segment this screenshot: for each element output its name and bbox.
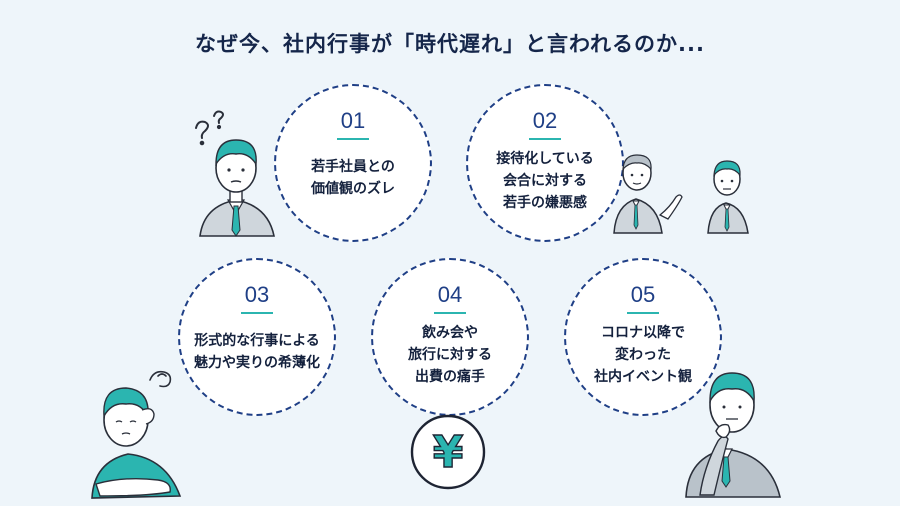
reason-text: 接待化している 会合に対する 若手の嫌悪感 bbox=[468, 148, 622, 214]
reason-text-line: 出費の痛手 bbox=[415, 369, 485, 385]
reason-text-line: 魅力や実りの希薄化 bbox=[194, 355, 320, 371]
reason-text: 若手社員との 価値観のズレ bbox=[276, 156, 430, 200]
reason-circle-05: 05 コロナ以降で 変わった 社内イベント観 bbox=[564, 258, 722, 416]
reason-text-line: 接待化している bbox=[496, 151, 594, 167]
reason-text-line: 社内イベント観 bbox=[594, 369, 692, 385]
reason-text: コロナ以降で 変わった 社内イベント観 bbox=[566, 322, 720, 388]
reason-text-line: 若手社員との bbox=[311, 159, 395, 175]
reason-circle-02: 02 接待化している 会合に対する 若手の嫌悪感 bbox=[466, 84, 624, 242]
reason-number: 04 bbox=[437, 282, 463, 307]
reason-text: 飲み会や 旅行に対する 出費の痛手 bbox=[373, 322, 527, 388]
businessmen-illustration bbox=[613, 154, 749, 234]
reason-number: 05 bbox=[630, 282, 656, 307]
number-underline bbox=[434, 312, 466, 314]
reason-number: 02 bbox=[532, 108, 558, 133]
reason-text-line: 旅行に対する bbox=[408, 347, 492, 363]
tired-employee-illustration bbox=[91, 370, 182, 499]
page-title: なぜ今、社内行事が「時代遅れ」と言われるのか... bbox=[195, 32, 705, 56]
reason-text-line: コロナ以降で bbox=[601, 325, 685, 341]
yen-symbol: ¥ bbox=[433, 427, 464, 478]
reason-number: 01 bbox=[340, 108, 366, 133]
number-underline bbox=[529, 138, 561, 140]
reason-number: 03 bbox=[244, 282, 270, 307]
question-marks-icon bbox=[195, 110, 224, 146]
thinking-businessman-illustration bbox=[685, 372, 782, 498]
reason-text-line: 若手の嫌悪感 bbox=[503, 195, 587, 211]
reason-circle-03: 03 形式的な行事による 魅力や実りの希薄化 bbox=[178, 258, 336, 416]
reason-text-line: 価値観のズレ bbox=[311, 181, 395, 197]
confused-employee-illustration bbox=[195, 110, 275, 237]
number-underline bbox=[337, 138, 369, 140]
thinking-bubble-icon bbox=[149, 370, 172, 388]
number-underline bbox=[241, 312, 273, 314]
reason-text-line: 変わった bbox=[615, 347, 671, 363]
reason-circle-04: 04 飲み会や 旅行に対する 出費の痛手 bbox=[371, 258, 529, 416]
number-underline bbox=[627, 312, 659, 314]
reason-text: 形式的な行事による 魅力や実りの希薄化 bbox=[180, 330, 334, 374]
reason-text-line: 飲み会や bbox=[422, 325, 478, 341]
yen-coin-icon: ¥ bbox=[410, 414, 486, 490]
reason-text-line: 形式的な行事による bbox=[194, 333, 320, 349]
reason-text-line: 会合に対する bbox=[503, 173, 587, 189]
reason-circle-01: 01 若手社員との 価値観のズレ bbox=[274, 84, 432, 242]
